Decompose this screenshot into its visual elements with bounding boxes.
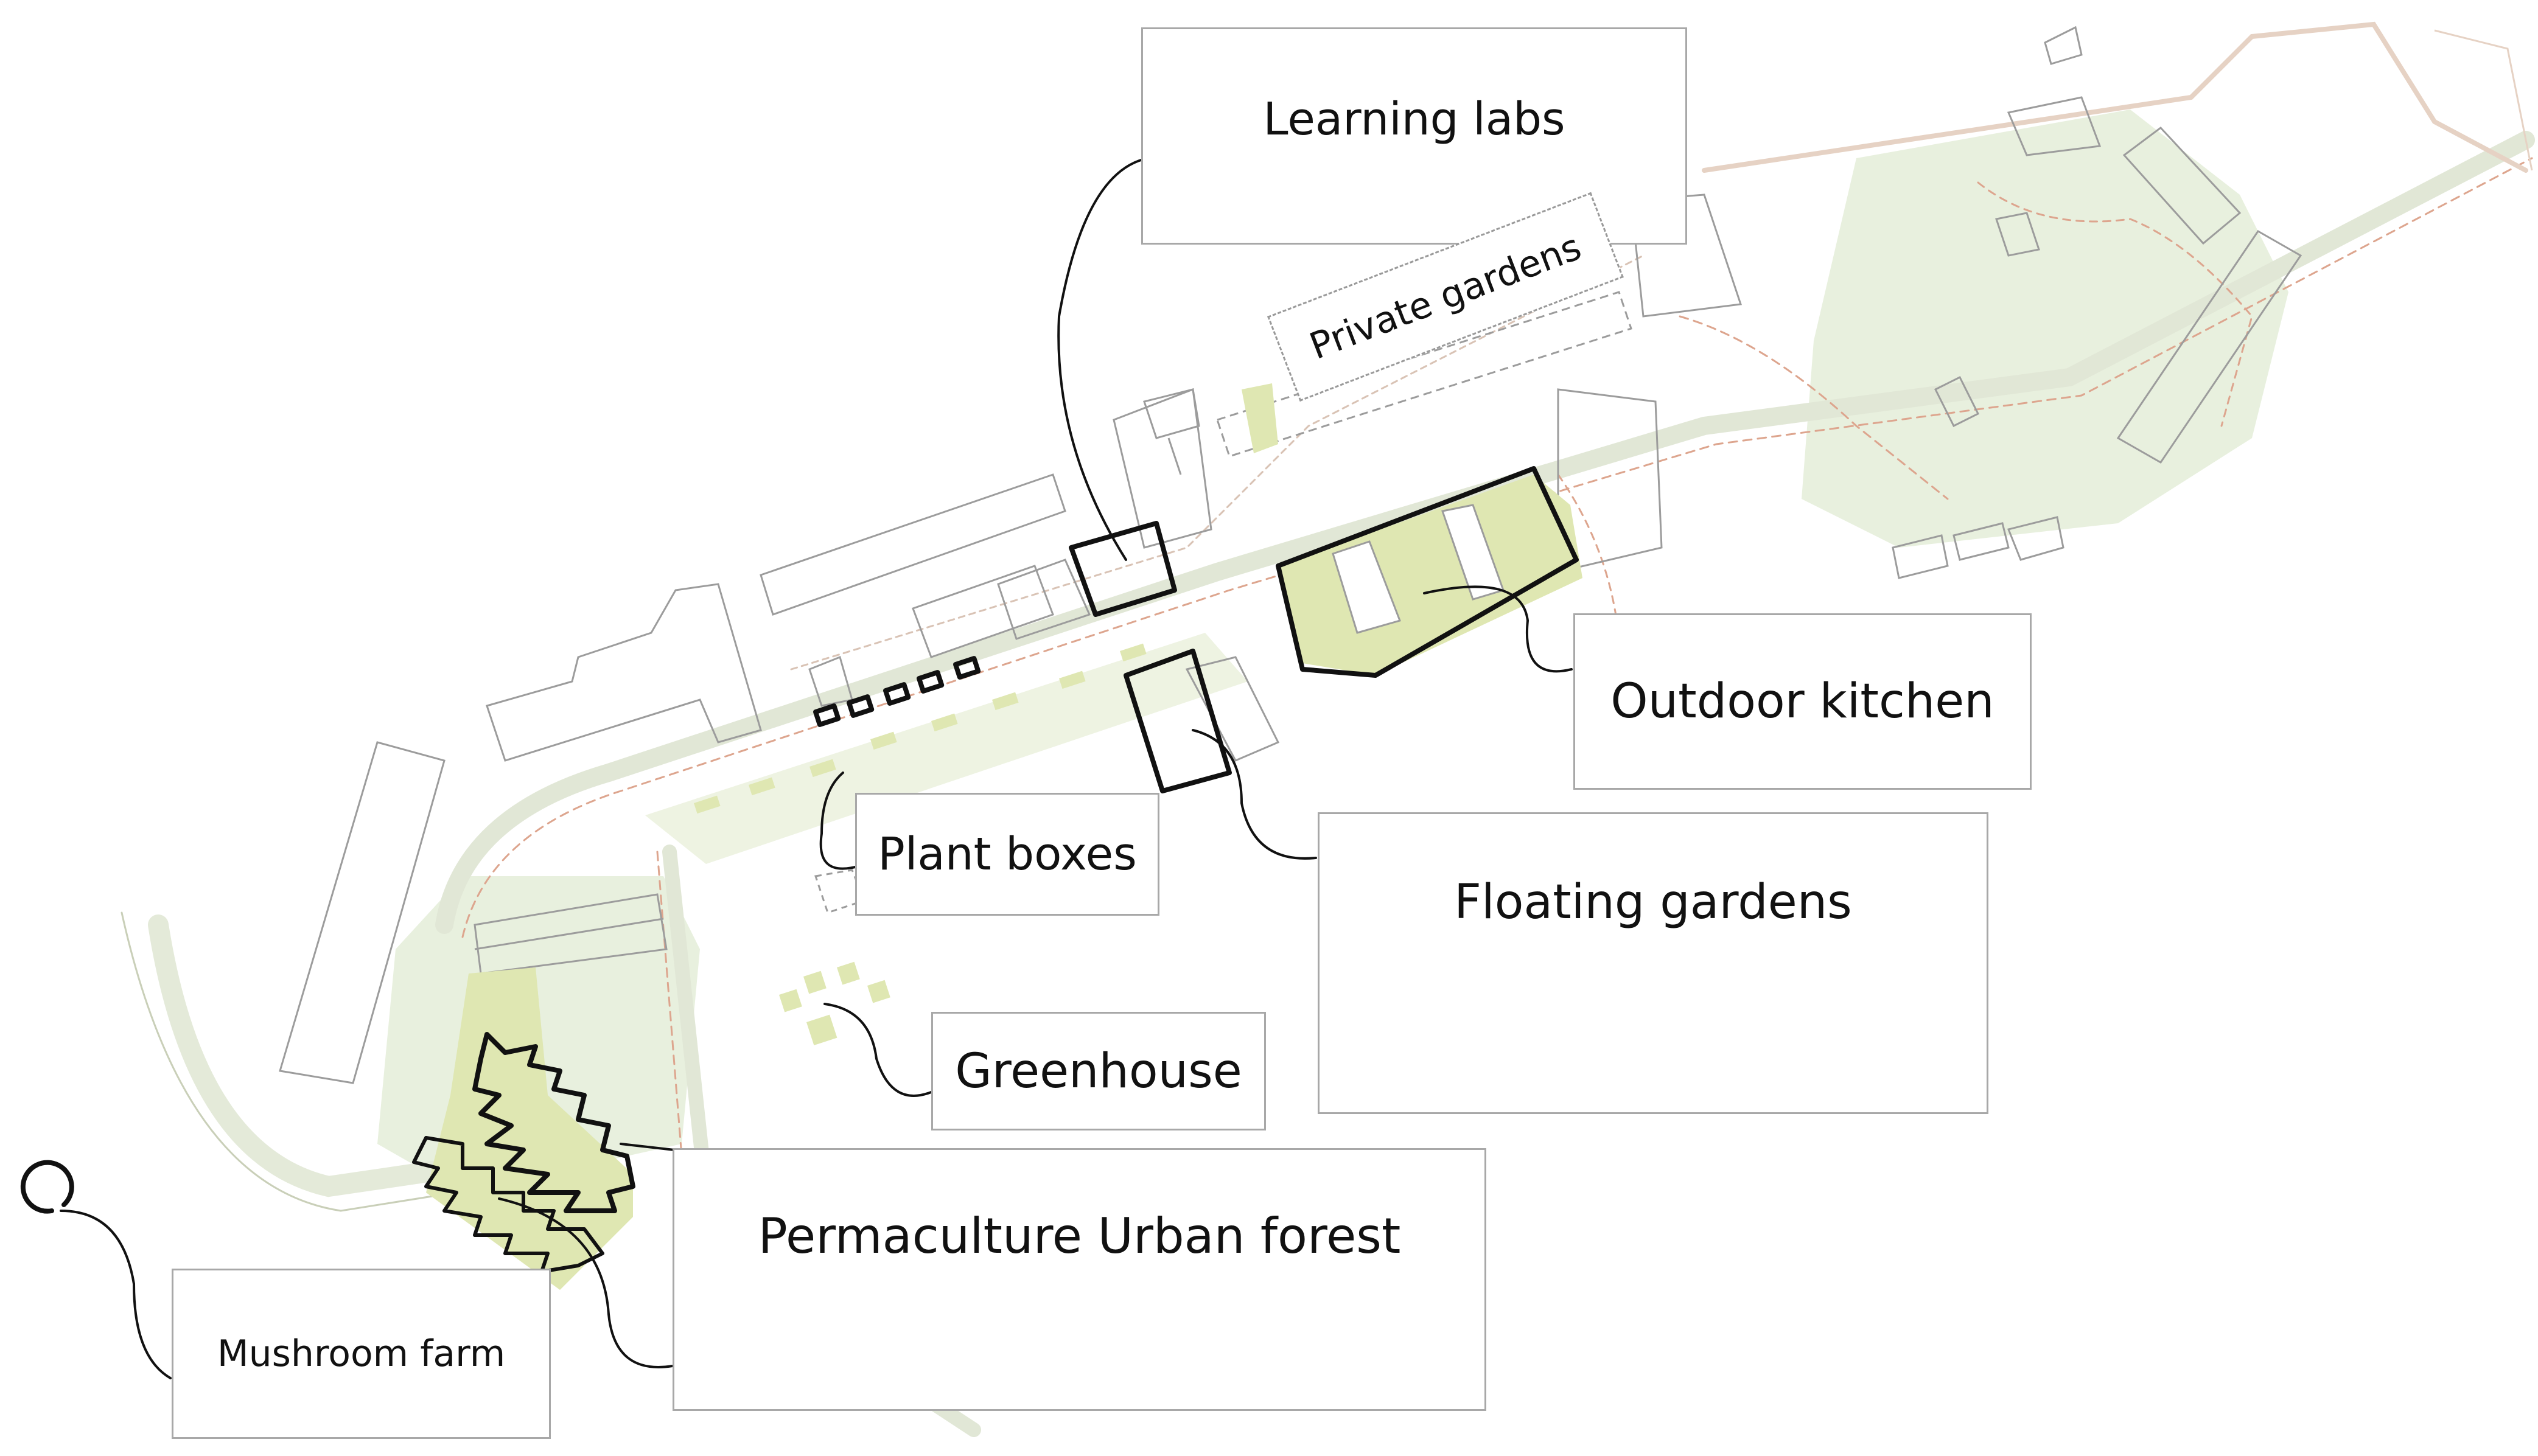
greenhouse-label: Greenhouse [931, 1012, 1266, 1130]
floating-garden-pools [1332, 504, 1505, 634]
sketch-markings [20, 466, 1579, 1273]
mushroom-farm-label: Mushroom farm [172, 1269, 551, 1439]
learning-labs-label: Learning labs [1141, 27, 1687, 245]
plant-boxes-label: Plant boxes [855, 793, 1159, 916]
permaculture-forest-label: Permaculture Urban forest [673, 1148, 1486, 1411]
mushroom-farm-text: Mushroom farm [217, 1332, 506, 1375]
plant-boxes-text: Plant boxes [878, 828, 1137, 880]
floating-gardens-text: Floating gardens [1454, 875, 1852, 930]
outdoor-kitchen-text: Outdoor kitchen [1610, 674, 1994, 729]
permaculture-forest-text: Permaculture Urban forest [758, 1208, 1401, 1264]
floating-gardens-label: Floating gardens [1318, 812, 1988, 1114]
greenhouse-text: Greenhouse [955, 1043, 1242, 1099]
outdoor-kitchen-label: Outdoor kitchen [1573, 613, 2032, 790]
learning-labs-text: Learning labs [1263, 93, 1565, 145]
leader-lines [60, 158, 1573, 1379]
